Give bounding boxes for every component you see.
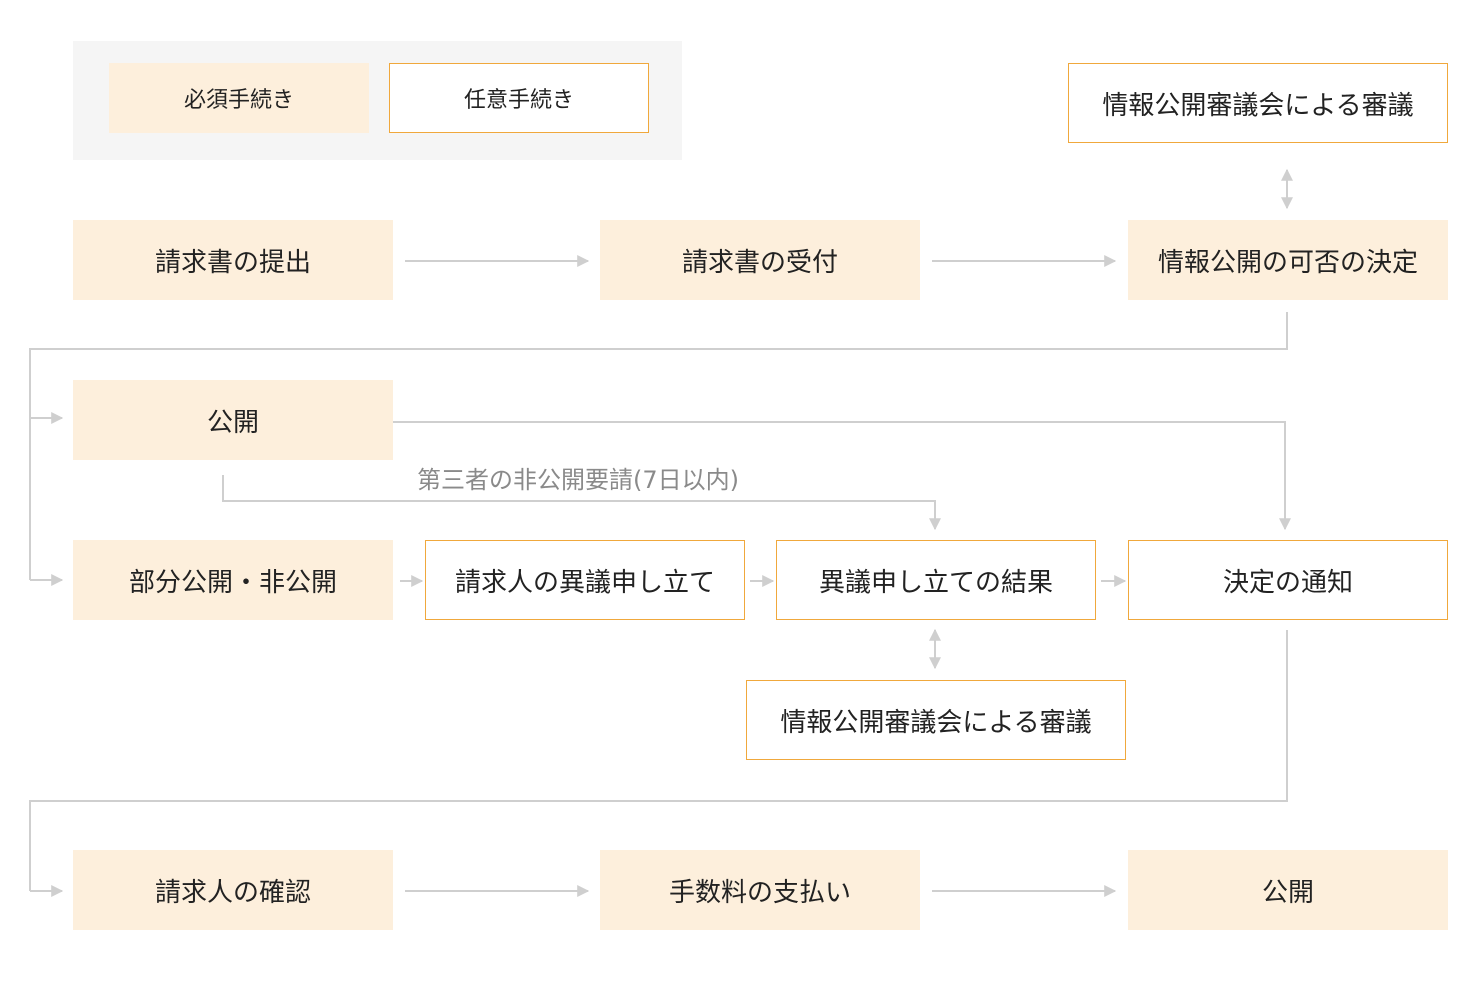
arrow-disclose-to-notice — [393, 421, 1291, 531]
node-objection-result-label: 異議申し立ての結果 — [818, 567, 1053, 598]
node-council-review-top-label: 情報公開審議会による審議 — [1102, 90, 1414, 121]
node-submit-request-label: 請求書の提出 — [154, 247, 311, 278]
connector-notice-to-confirm — [29, 630, 1288, 891]
connector-decision-branch — [29, 312, 1288, 580]
node-final-disclose-label: 公開 — [1261, 877, 1314, 908]
node-decision-notice: 決定の通知 — [1128, 540, 1448, 620]
node-disclosure-decision: 情報公開の可否の決定 — [1128, 220, 1448, 300]
legend-required-label: 必須手続き — [183, 88, 294, 113]
arrow-third-party-request — [222, 475, 941, 531]
node-objection-label: 請求人の異議申し立て — [454, 567, 715, 598]
legend-optional-label: 任意手続き — [463, 88, 574, 113]
node-fee-payment: 手数料の支払い — [600, 850, 920, 930]
legend-optional: 任意手続き — [389, 63, 649, 133]
third-party-note: 第三者の非公開要請(7日以内) — [417, 466, 739, 494]
node-disclosure-decision-label: 情報公開の可否の決定 — [1157, 247, 1418, 278]
node-objection-result: 異議申し立ての結果 — [776, 540, 1096, 620]
node-decision-notice-label: 決定の通知 — [1222, 567, 1353, 598]
node-requester-confirm: 請求人の確認 — [73, 850, 393, 930]
node-final-disclose: 公開 — [1128, 850, 1448, 930]
node-objection: 請求人の異議申し立て — [425, 540, 745, 620]
node-council-review-top: 情報公開審議会による審議 — [1068, 63, 1448, 143]
node-submit-request: 請求書の提出 — [73, 220, 393, 300]
node-partial-nondisclosure-label: 部分公開・非公開 — [128, 567, 337, 598]
node-council-review-bottom-label: 情報公開審議会による審議 — [780, 707, 1092, 738]
node-receive-request-label: 請求書の受付 — [681, 247, 838, 278]
node-disclose-label: 公開 — [206, 407, 259, 438]
node-council-review-bottom: 情報公開審議会による審議 — [746, 680, 1126, 760]
node-disclose: 公開 — [73, 380, 393, 460]
node-requester-confirm-label: 請求人の確認 — [154, 877, 311, 908]
node-partial-nondisclosure: 部分公開・非公開 — [73, 540, 393, 620]
node-receive-request: 請求書の受付 — [600, 220, 920, 300]
legend-required: 必須手続き — [109, 63, 369, 133]
node-fee-payment-label: 手数料の支払い — [668, 877, 851, 908]
